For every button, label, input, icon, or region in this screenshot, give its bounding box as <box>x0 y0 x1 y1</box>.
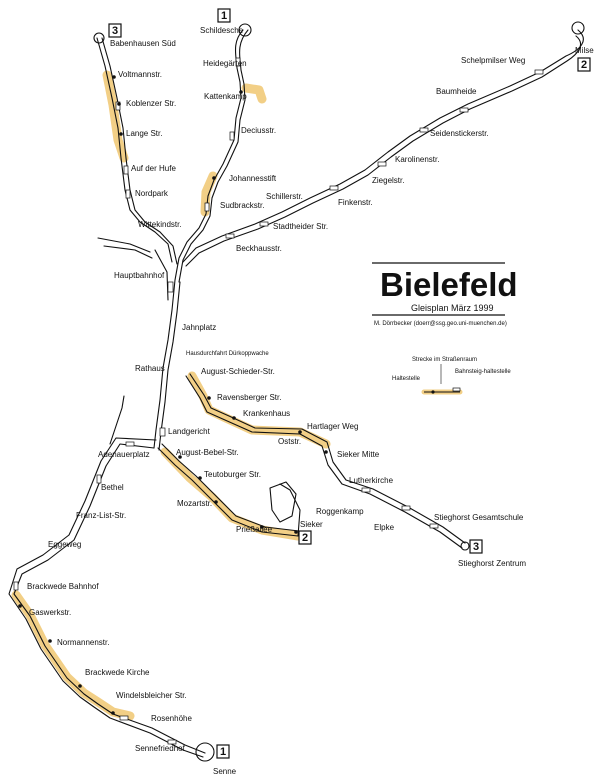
label-babenhausen-sued: Babenhausen Süd <box>110 39 176 48</box>
map-subtitle: Gleisplan März 1999 <box>411 303 494 313</box>
label-stadtheider-str: Stadtheider Str. <box>273 222 328 231</box>
legend-stop-symbol <box>431 390 435 394</box>
loop-stieghorst <box>460 541 470 551</box>
legend-stop-label: Haltestelle <box>392 376 421 382</box>
svg-text:3: 3 <box>473 541 479 553</box>
label-heidegaerten: Heidegärten <box>203 59 247 68</box>
legend: Strecke im Straßenraum Haltestelle Bahns… <box>392 357 511 395</box>
label-nordpark: Nordpark <box>135 189 169 198</box>
label-voltmannstr: Voltmannstr. <box>118 70 162 79</box>
label-deciusstr: Deciusstr. <box>241 126 276 135</box>
line-badge-1-senne: 1 <box>216 744 230 759</box>
note-depot: Hausdurchfahrt Dürkoppwache <box>186 351 269 357</box>
label-rathaus: Rathaus <box>135 364 165 373</box>
label-stieghorst-zentrum: Stieghorst Zentrum <box>458 559 526 568</box>
label-schildesche: Schildesche <box>200 26 244 35</box>
label-lange-str: Lange Str. <box>126 129 162 138</box>
label-bethel: Bethel <box>101 483 124 492</box>
label-schillerstr: Schillerstr. <box>266 192 303 201</box>
label-august-schieder-str: August-Schieder-Str. <box>201 367 275 376</box>
label-jahnplatz: Jahnplatz <box>182 323 216 332</box>
label-krankenhaus: Krankenhaus <box>243 409 290 418</box>
terminal-loops <box>93 21 585 762</box>
label-priessallee: Prießallee <box>236 525 273 534</box>
label-sieker: Sieker <box>300 520 323 529</box>
legend-platform-label: Bahnsteig-haltestelle <box>455 369 511 375</box>
line-badge-1-schildesche: 1 <box>217 8 231 23</box>
label-finkenstr: Finkenstr. <box>338 198 373 207</box>
street-stops <box>18 75 328 715</box>
svg-text:1: 1 <box>220 746 226 758</box>
label-sieker-mitte: Sieker Mitte <box>337 450 380 459</box>
svg-text:Stieghorst Gesamtschule: Stieghorst Gesamtschule <box>434 513 524 522</box>
loop-babenhausen <box>93 32 105 44</box>
label-mozartstr: Mozartstr. <box>177 499 212 508</box>
label-beckhausstr: Beckhausstr. <box>236 244 282 253</box>
loop-senne <box>195 742 215 762</box>
label-gaswerkstr: Gaswerkstr. <box>29 608 71 617</box>
loop-sieker <box>269 481 297 523</box>
line-badge-3-babenhausen: 3 <box>108 23 122 38</box>
label-landgericht: Landgericht <box>168 427 211 436</box>
label-ravensberger-str: Ravensberger Str. <box>217 393 281 402</box>
label-stieghorst-gesamtschule: Stieghorst Gesamtschule <box>434 513 524 522</box>
label-sudbrackstr: Sudbrackstr. <box>220 201 264 210</box>
label-roggenkamp: Roggenkamp <box>316 507 364 516</box>
label-johannesstift: Johannesstift <box>229 174 277 183</box>
label-milse: Milse <box>575 46 594 55</box>
svg-text:2: 2 <box>302 532 308 544</box>
label-ziegelstr: Ziegelstr. <box>372 176 404 185</box>
label-eggeweg: Eggeweg <box>48 540 81 549</box>
label-baumheide: Baumheide <box>436 87 477 96</box>
tracks <box>8 29 584 758</box>
label-seidenstickerstr: Seidenstickerstr. <box>430 129 489 138</box>
label-koblenzer-str: Koblenzer Str. <box>126 99 176 108</box>
label-auf-der-hufe: Auf der Hufe <box>131 164 176 173</box>
label-august-bebel-str: August-Bebel-Str. <box>176 448 239 457</box>
label-schelpmilser-weg: Schelpmilser Weg <box>461 56 525 65</box>
legend-street-label: Strecke im Straßenraum <box>412 357 477 363</box>
label-sennefriedhof: Sennefriedhof <box>135 744 186 753</box>
label-karolinenstr: Karolinenstr. <box>395 155 439 164</box>
map-title: Bielefeld <box>380 266 518 303</box>
svg-text:1: 1 <box>221 10 227 22</box>
line-badge-3-stieghorst: 3 <box>469 539 483 554</box>
map-credit: M. Dörrbecker (doerr@ssg.geo.uni-muenche… <box>374 321 507 327</box>
platforms <box>13 57 544 745</box>
loop-schildesche <box>238 23 252 37</box>
line-badge-2-milse: 2 <box>577 57 591 72</box>
label-brackwede-bahnhof: Brackwede Bahnhof <box>27 582 99 591</box>
svg-text:3: 3 <box>112 25 118 37</box>
legend-platform-symbol <box>452 387 461 392</box>
label-franz-list-str: Franz-List-Str. <box>76 511 126 520</box>
label-hartlager-weg: Hartlager Weg <box>307 422 358 431</box>
label-elpke: Elpke <box>374 523 395 532</box>
label-teutoburger-str: Teutoburger Str. <box>204 470 261 479</box>
label-oststr: Oststr. <box>278 437 301 446</box>
label-windelsbleicher-str: Windelsbleicher Str. <box>116 691 187 700</box>
loop-milse <box>571 21 585 35</box>
label-brackwede-kirche: Brackwede Kirche <box>85 668 150 677</box>
station-labels: Schildesche Heidegärten Kattenkamp Deciu… <box>27 26 594 776</box>
label-wittekindstr: Wittekindstr. <box>138 220 182 229</box>
title-block: Bielefeld Gleisplan März 1999 M. Dörrbec… <box>372 262 518 327</box>
label-adenauerplatz: Adenauerplatz <box>98 450 150 459</box>
label-normannenstr: Normannenstr. <box>57 638 109 647</box>
label-senne: Senne <box>213 767 237 776</box>
label-hauptbahnhof: Hauptbahnhof <box>114 271 165 280</box>
svg-text:2: 2 <box>581 59 587 71</box>
label-rosenhoehe: Rosenhöhe <box>151 714 192 723</box>
label-lutherkirche: Lutherkirche <box>349 476 394 485</box>
line-badge-2-sieker: 2 <box>298 530 312 545</box>
note-hausdurchfahrt: Hausdurchfahrt Dürkoppwache <box>186 351 269 357</box>
label-kattenkamp: Kattenkamp <box>204 92 247 101</box>
